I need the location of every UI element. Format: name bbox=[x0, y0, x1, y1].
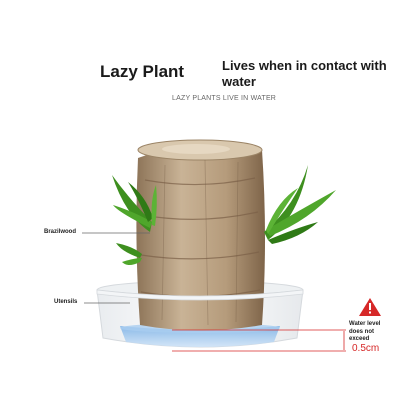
utensils-label: Utensils bbox=[54, 299, 78, 305]
measurement-value: 0.5cm bbox=[352, 343, 380, 354]
brazilwood-trunk bbox=[136, 139, 265, 331]
brazilwood-label: Brazilwood bbox=[44, 229, 77, 235]
pot-front-rim bbox=[96, 289, 304, 301]
right-leaf-sprout bbox=[264, 165, 336, 244]
water-level-label: Water level does not exceed bbox=[349, 321, 381, 342]
warning-triangle-icon bbox=[359, 298, 381, 316]
subtitle: LAZY PLANTS LIVE IN WATER bbox=[172, 95, 277, 102]
left-leaf-sprout bbox=[112, 175, 157, 265]
product-title: Lazy Plant bbox=[100, 62, 185, 81]
headline: Lives when in contact with water bbox=[222, 58, 387, 89]
